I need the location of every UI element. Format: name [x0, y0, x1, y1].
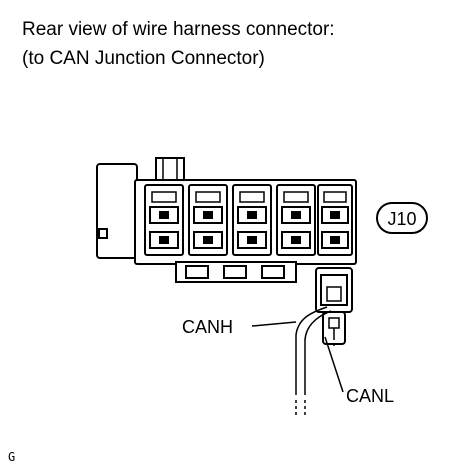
canh-label: CANH	[182, 317, 233, 337]
cavity-column	[144, 184, 184, 256]
cavity-column	[276, 184, 316, 256]
canl-leader	[324, 336, 344, 393]
diagram-title: Rear view of wire harness connector:	[22, 19, 335, 40]
terminal-plug	[315, 267, 353, 345]
connector-code-tag: J10	[376, 202, 428, 234]
canl-label: CANL	[346, 386, 394, 406]
cavity-column	[317, 184, 353, 256]
wires	[295, 306, 335, 418]
terminal-cavities	[144, 184, 353, 256]
cavity-column	[232, 184, 272, 256]
canh-leader	[251, 321, 297, 327]
footer-mark: G	[8, 450, 15, 464]
connector-code: J10	[387, 209, 416, 229]
diagram-subtitle: (to CAN Junction Connector)	[22, 48, 265, 69]
cavity-column	[188, 184, 228, 256]
